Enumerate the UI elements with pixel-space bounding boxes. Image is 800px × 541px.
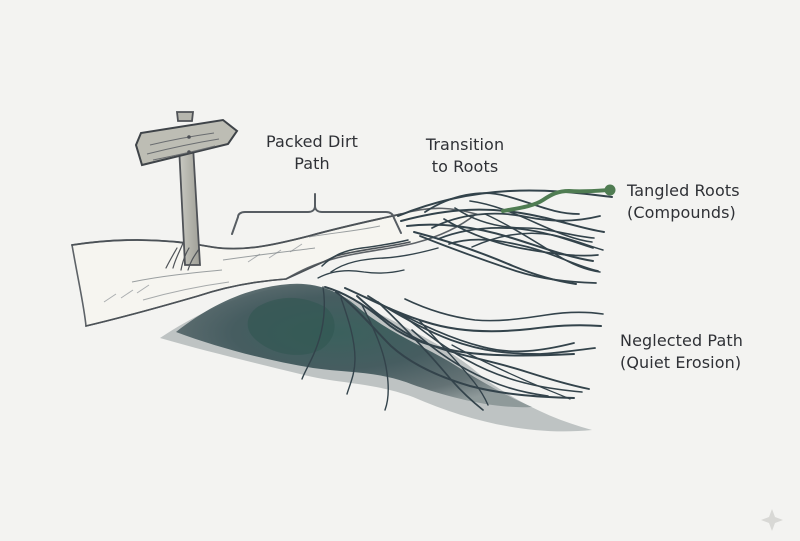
- hatch-line: [268, 249, 282, 259]
- root-strand: [454, 207, 595, 239]
- sparkle-icon: [761, 509, 783, 531]
- root-strand: [340, 297, 356, 395]
- root-strand: [400, 313, 583, 393]
- root-strand: [335, 291, 575, 399]
- label-line: (Compounds): [627, 203, 736, 222]
- root-strand: [443, 218, 599, 257]
- root-strand: [400, 208, 605, 233]
- root-strand: [424, 192, 580, 215]
- root-strand: [377, 301, 484, 411]
- hatch-line: [136, 284, 150, 294]
- erosion-darkspot: [247, 297, 335, 355]
- signpost-grain-1: [149, 132, 215, 146]
- bracket-main: [231, 193, 316, 235]
- label-tangled-roots: Tangled Roots (Compounds): [627, 180, 787, 224]
- label-line: Transition: [425, 135, 505, 154]
- highlight-node: [604, 184, 616, 196]
- root-strand: [451, 344, 571, 400]
- root-strand: [301, 286, 326, 380]
- root-strand: [397, 189, 613, 217]
- signpost-nail: [187, 135, 191, 139]
- label-line: Packed Dirt: [265, 132, 359, 151]
- highlighted-root-strand: [501, 188, 611, 213]
- dirt-path-crack-1: [131, 269, 223, 283]
- label-line: to Roots: [431, 157, 499, 176]
- bracket-packed-dirt-path: [231, 193, 402, 235]
- signpost-board: [134, 118, 239, 167]
- signpost-grain-2: [146, 138, 220, 155]
- hatching: [103, 243, 303, 303]
- label-line: (Quiet Erosion): [620, 353, 742, 372]
- root-strand: [404, 298, 604, 322]
- root-strand: [317, 269, 405, 279]
- hatch-line: [247, 253, 261, 263]
- signpost-cap: [175, 111, 195, 122]
- dirt-path-crack-4: [142, 281, 230, 301]
- transition-roots: [317, 239, 439, 279]
- root-strand: [321, 239, 409, 267]
- dirt-path-crack-3: [308, 225, 381, 238]
- dirt-path-crack-2: [222, 247, 316, 261]
- tangled-roots-upper: [397, 189, 613, 285]
- label-line: Tangled Roots: [627, 181, 740, 200]
- root-strand: [431, 212, 601, 229]
- root-strand: [448, 238, 599, 272]
- root-strand: [484, 213, 601, 273]
- root-strand: [437, 227, 594, 249]
- root-strand: [419, 235, 597, 284]
- label-transition-to-roots: Transition to Roots: [405, 134, 525, 178]
- root-strand: [411, 329, 549, 397]
- label-packed-dirt-path: Packed Dirt Path: [257, 131, 367, 175]
- label-line: Path: [294, 154, 330, 173]
- dirt-path: [71, 207, 478, 327]
- root-strand: [469, 200, 593, 243]
- root-strand: [388, 307, 575, 353]
- root-strand: [330, 247, 439, 273]
- signpost-nail: [187, 150, 191, 154]
- root-strand: [471, 232, 604, 251]
- root-strand: [418, 319, 489, 406]
- hatch-line: [120, 289, 134, 299]
- highlighted-root: [501, 184, 616, 213]
- hatch-line: [289, 243, 303, 253]
- signpost-grain-3: [152, 145, 216, 161]
- hatch-line: [103, 293, 117, 303]
- signpost-grass: [165, 242, 200, 271]
- label-line: Neglected Path: [620, 331, 743, 350]
- label-neglected-path: Neglected Path (Quiet Erosion): [620, 330, 790, 374]
- root-strand: [406, 223, 594, 262]
- bracket-right: [314, 205, 402, 234]
- dirt-path-upper-edge: [71, 213, 402, 250]
- signpost: [134, 111, 239, 271]
- root-strand: [367, 295, 596, 355]
- root-strand: [361, 304, 390, 411]
- dirt-path-lower-edge: [85, 241, 411, 327]
- neglected-roots: [301, 286, 604, 411]
- sparkle-mark: [761, 509, 783, 531]
- erosion-area: [160, 283, 592, 432]
